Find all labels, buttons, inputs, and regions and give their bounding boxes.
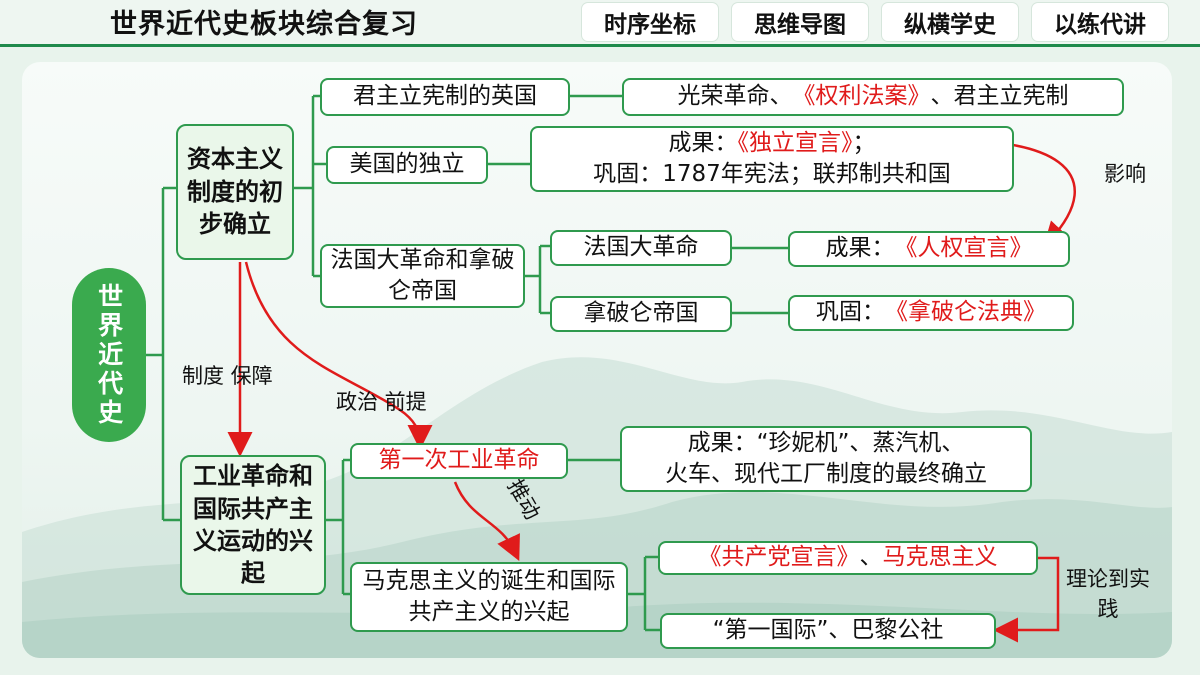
label-influence: 影响 [1104,162,1146,186]
tab-mindmap[interactable]: 思维导图 [732,3,868,41]
node-usa: 美国的独立 [326,146,488,184]
label-system-guarantee: 制度 保障 [182,364,273,388]
tab-practice[interactable]: 以练代讲 [1032,3,1168,41]
node-industrial-revolution: 第一次工业革命 [350,443,568,479]
header-divider [0,44,1200,47]
root-node: 世界近代史 [72,268,146,442]
label-theory-to-practice: 理论到实践 [1066,567,1150,622]
tab-history-study[interactable]: 纵横学史 [882,3,1018,41]
node-usa-detail: 成果：《独立宣言》； 巩固：1787年宪法；联邦制共和国 [530,126,1014,192]
node-marxism: 马克思主义的诞生和国际共产主义的兴起 [350,562,628,632]
branch-capitalism: 资本主义制度的初步确立 [176,124,294,260]
node-industrial-detail: 成果：“珍妮机”、蒸汽机、 火车、现代工厂制度的最终确立 [620,426,1032,492]
node-french-revolution-detail: 成果：《人权宣言》 [788,231,1070,267]
node-france: 法国大革命和拿破仑帝国 [320,244,525,308]
node-french-revolution: 法国大革命 [550,230,732,266]
branch-industrial-communist: 工业革命和国际共产主义运动的兴起 [180,455,326,595]
page-title: 世界近代史板块综合复习 [110,9,418,40]
node-manifesto: 《共产党宣言》、马克思主义 [658,541,1038,575]
node-napoleon: 拿破仑帝国 [550,296,732,332]
label-political-premise: 政治 前提 [336,390,427,414]
node-britain-detail: 光荣革命、《权利法案》、君主立宪制 [622,78,1124,116]
node-britain: 君主立宪制的英国 [320,78,570,116]
node-napoleon-detail: 巩固：《拿破仑法典》 [788,295,1074,331]
node-first-international: “第一国际”、巴黎公社 [660,613,996,649]
tab-timeline[interactable]: 时序坐标 [582,3,718,41]
